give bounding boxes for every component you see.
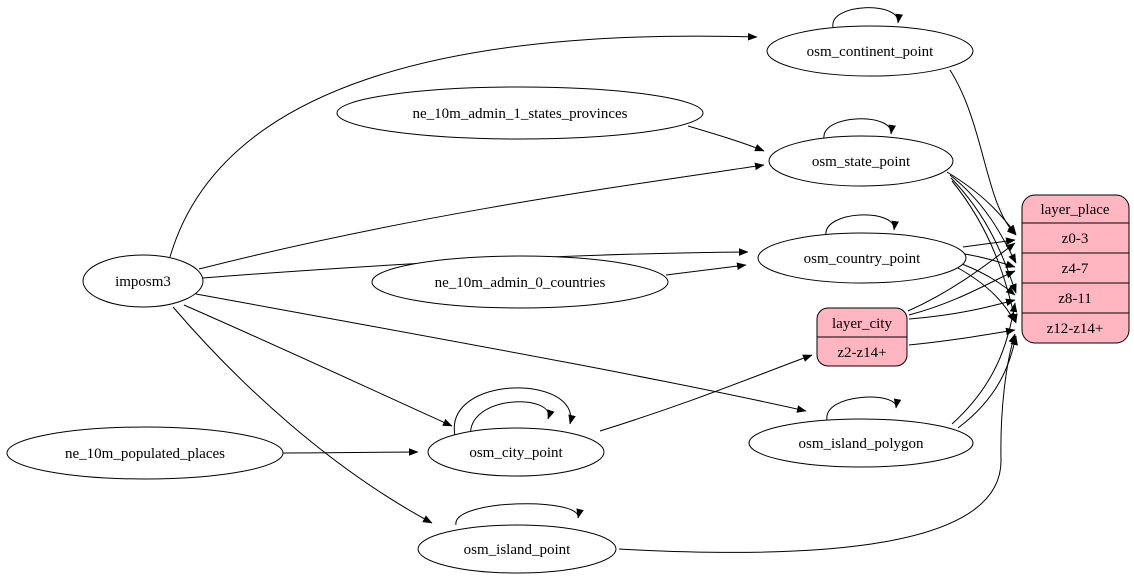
osm_city_point-ellipse [427, 427, 605, 477]
osm_country_point-label: osm_country_point [804, 251, 921, 267]
edge-layer_city-z4-7 [908, 270, 1016, 316]
edge-imposm3-osm_island_point [172, 306, 433, 524]
edge-imposm3-osm_state_point [198, 162, 765, 270]
node-osm_city_point: osm_city_point [427, 427, 605, 477]
osm_island_polygon-label: osm_island_polygon [798, 436, 924, 452]
edge-osm_continent_point-z0-3 [949, 69, 1017, 236]
imposm3-label: imposm3 [115, 274, 171, 290]
edge-layer_city-z8-11 [908, 298, 1016, 320]
edge-osm_state_point-z4-7 [949, 174, 1017, 264]
edge-osm_state_point-z0-3 [946, 171, 1017, 235]
node-imposm3: imposm3 [82, 254, 204, 308]
edge-osm_city_point-layer_city [599, 354, 813, 432]
edge-osm_island_polygon-z12-z14 [957, 335, 1018, 429]
osm_state_point-label: osm_state_point [812, 154, 911, 170]
edge-ne_10m_populated_places-osm_city_point [282, 448, 419, 456]
edge-osm_state_point-z8-11 [950, 177, 1017, 294]
record-layer_place: layer_place z0-3 z4-7 z8-11 z12-z14+ [1021, 194, 1130, 344]
edge-osm_country_point-z12-z14 [957, 267, 1016, 323]
selfloop-osm_city_point-inner [470, 401, 555, 440]
edge-osm_country_point-z4-7 [964, 253, 1016, 268]
edge-osm_island_polygon-z8-11 [951, 302, 1018, 425]
node-ne_10m_admin_0_countries: ne_10m_admin_0_countries [371, 255, 669, 309]
edge-imposm3-osm_city_point [183, 304, 453, 427]
ne_10m_populated_places-ellipse [6, 426, 284, 480]
imposm3-ellipse [82, 254, 204, 308]
node-osm_state_point: osm_state_point [768, 135, 954, 187]
layer_place-header: layer_place [1040, 202, 1109, 218]
layer_place-row-z12-z14: z12-z14+ [1047, 321, 1104, 337]
node-ne_10m_admin_1_states_provinces: ne_10m_admin_1_states_provinces [336, 86, 704, 140]
selfloop-osm_continent_point [832, 7, 903, 28]
osm_state_point-ellipse [768, 135, 954, 187]
osm_country_point-ellipse [757, 232, 967, 284]
layer_city-header: layer_city [832, 316, 892, 332]
node-osm_island_point: osm_island_point [417, 524, 617, 574]
layer_place-row-z8-11: z8-11 [1058, 291, 1092, 307]
edge-osm_island_point-z12-z14 [618, 333, 1016, 553]
osm_island_polygon-ellipse [748, 418, 974, 468]
node-osm_island_polygon: osm_island_polygon [748, 418, 974, 468]
node-osm_country_point: osm_country_point [757, 232, 967, 284]
selfloop-osm_country_point [825, 214, 899, 237]
edge-imposm3-osm_continent_point [169, 32, 758, 258]
selfloop-osm_city_point-outer [453, 387, 576, 437]
ne_10m_admin_1_states_provinces-label: ne_10m_admin_1_states_provinces [413, 106, 628, 122]
edge-layer_city-z0-3 [907, 242, 1016, 312]
osm_continent_point-label: osm_continent_point [807, 44, 934, 60]
osm_island_point-label: osm_island_point [464, 542, 572, 558]
selfloop-osm_island_point [455, 503, 584, 526]
osm_island_point-ellipse [417, 524, 617, 574]
node-ne_10m_populated_places: ne_10m_populated_places [6, 426, 284, 480]
layer_place-row-z0-3: z0-3 [1062, 231, 1089, 247]
selfloop-osm_island_polygon [826, 396, 902, 421]
selfloop-osm_state_point [823, 118, 896, 140]
edge-ne_10m_admin_1_states_provinces-osm_state_point [687, 125, 765, 152]
ne_10m_admin_0_countries-ellipse [371, 255, 669, 309]
osm_city_point-label: osm_city_point [469, 445, 563, 461]
layer_place-row-z4-7: z4-7 [1062, 261, 1089, 277]
ne_10m_admin_0_countries-label: ne_10m_admin_0_countries [435, 275, 606, 291]
edge-ne_10m_admin_0_countries-osm_country_point [665, 262, 747, 276]
record-layer_city: layer_city z2-z14+ [816, 307, 908, 367]
layer_place-box [1021, 194, 1130, 344]
ne_10m_populated_places-label: ne_10m_populated_places [65, 446, 225, 462]
edge-layer_city-z12-z14 [908, 327, 1016, 346]
layer_city-row-z2-z14: z2-z14+ [837, 345, 886, 361]
node-osm_continent_point: osm_continent_point [766, 25, 974, 77]
edges-group [169, 7, 1018, 553]
edge-imposm3-osm_island_polygon [195, 293, 807, 413]
osm_continent_point-ellipse [766, 25, 974, 77]
edge-osm_country_point-z0-3 [962, 237, 1016, 248]
ne_10m_admin_1_states_provinces-ellipse [336, 86, 704, 140]
